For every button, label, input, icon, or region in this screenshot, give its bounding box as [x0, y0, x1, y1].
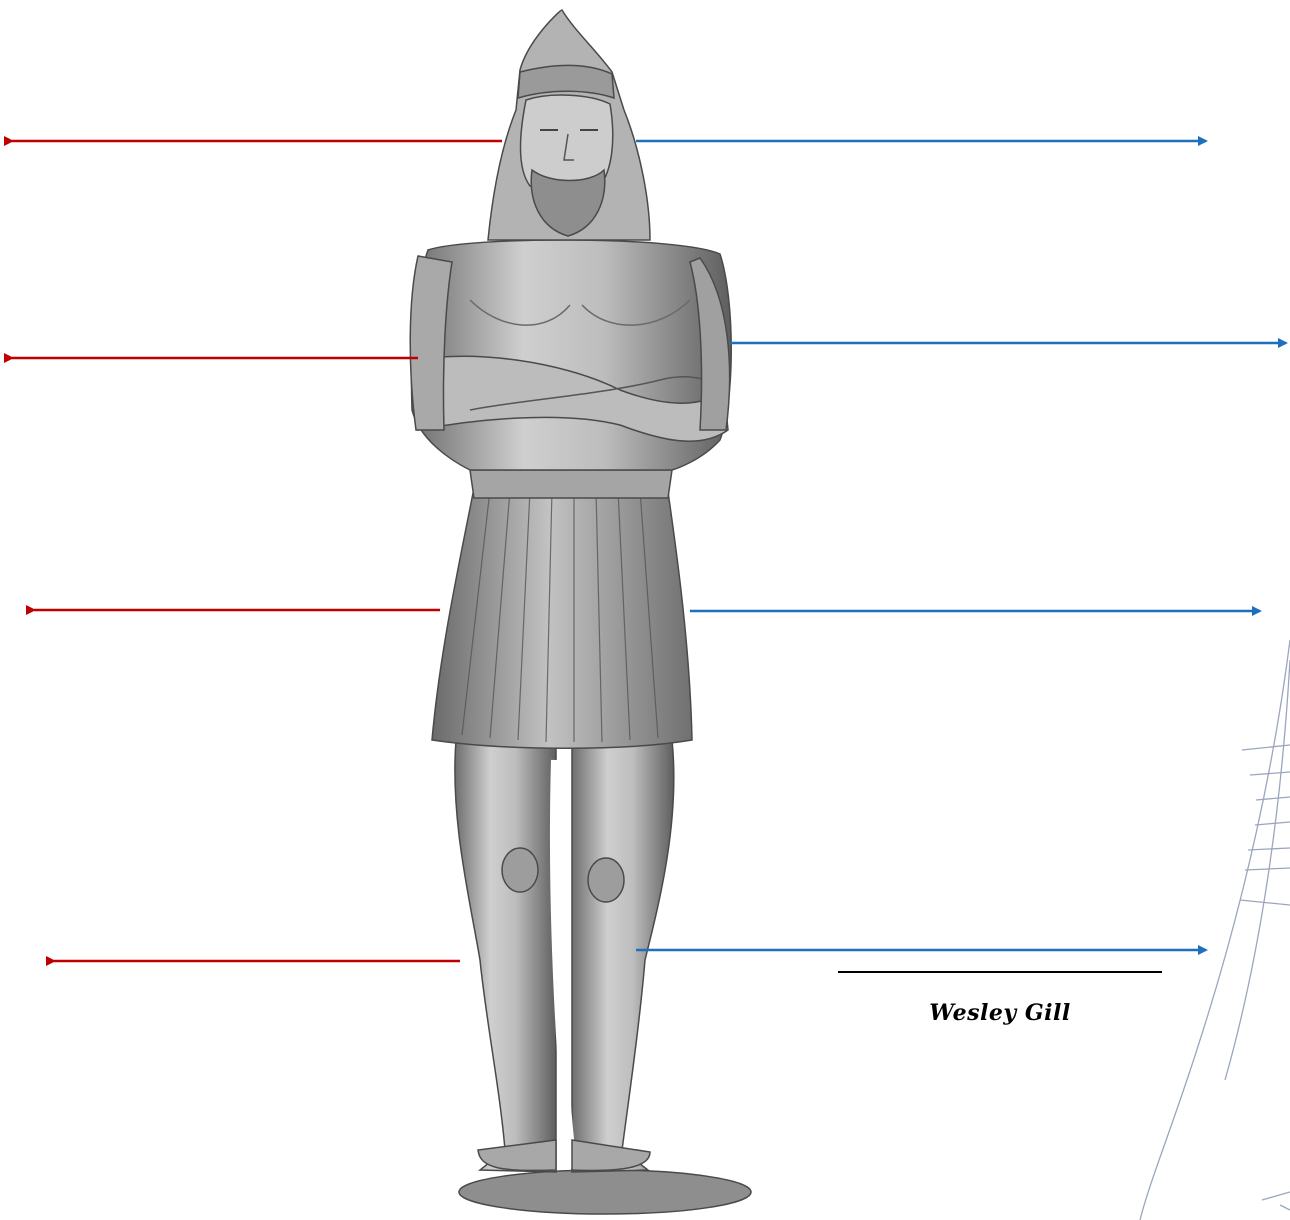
- statue-right-leg: [572, 740, 674, 1172]
- statue-base: [459, 1170, 751, 1214]
- author-credit: Wesley Gill: [838, 1000, 1162, 1026]
- statue-skirt: [432, 478, 692, 748]
- signature-line: [838, 971, 1162, 973]
- statue-belt: [470, 470, 672, 498]
- right-arrows: [636, 141, 1286, 950]
- statue-left-leg: [455, 740, 556, 1172]
- background-sketch: [1140, 640, 1290, 1220]
